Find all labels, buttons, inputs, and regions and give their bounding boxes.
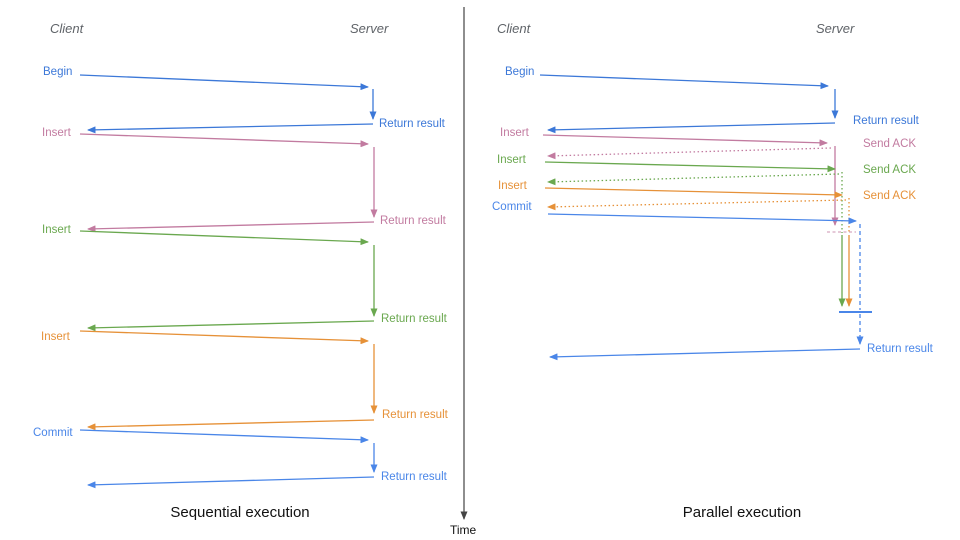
par-insert2-exchange [544, 161, 846, 307]
par-commit-label: Commit [492, 201, 532, 213]
seq-begin-exchange [79, 74, 377, 134]
par-final-return-label: Return result [867, 343, 933, 355]
seq-insert3-exchange [79, 330, 378, 431]
seq-commit-label: Commit [33, 427, 73, 439]
sequential-title: Sequential execution [170, 504, 310, 521]
seq-commit-exchange [79, 429, 378, 489]
par-insert3-exchange [544, 187, 853, 307]
seq-insert3-return-label: Return result [382, 409, 448, 421]
par-begin-exchange [539, 74, 839, 134]
par-insert1-exchange [542, 134, 856, 233]
par-insert2-ack-label: Send ACK [863, 164, 917, 176]
parallel-title: Parallel execution [682, 504, 802, 521]
sequential-diagram [79, 74, 378, 489]
seq-insert3-label: Insert [41, 331, 70, 343]
par-begin-label: Begin [505, 66, 535, 78]
time-axis-label: Time [450, 523, 477, 537]
seq-begin-return-label: Return result [379, 118, 445, 130]
par-client-header: Client [497, 21, 531, 36]
seq-insert2-exchange [79, 230, 378, 332]
seq-insert1-label: Insert [42, 127, 71, 139]
par-insert2-label: Insert [497, 154, 526, 166]
seq-insert2-label: Insert [42, 224, 71, 236]
seq-server-header: Server [350, 21, 389, 36]
seq-begin-label: Begin [43, 66, 73, 78]
seq-insert2-return-label: Return result [381, 313, 447, 325]
seq-insert1-return-label: Return result [380, 215, 446, 227]
par-server-header: Server [816, 21, 855, 36]
seq-client-header: Client [50, 21, 84, 36]
par-insert3-label: Insert [498, 180, 527, 192]
seq-commit-return-label: Return result [381, 471, 447, 483]
par-commit-exchange [547, 213, 872, 361]
seq-insert1-exchange [79, 133, 378, 233]
par-begin-return-label: Return result [853, 115, 919, 127]
par-insert1-label: Insert [500, 127, 529, 139]
par-insert1-ack-label: Send ACK [863, 138, 917, 150]
par-insert3-ack-label: Send ACK [863, 190, 917, 202]
parallel-diagram [539, 74, 872, 361]
